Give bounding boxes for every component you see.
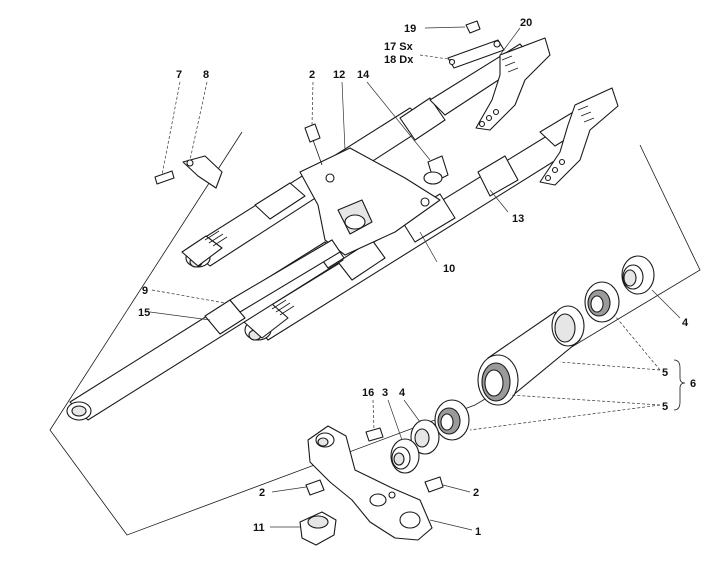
callout-17-sx: 17 Sx [384,41,414,53]
cap-part-14 [423,155,449,185]
screw-part-7 [154,170,175,185]
screw-part-16 [365,427,384,442]
callout-1: 1 [475,526,481,538]
callout-3: 3 [382,387,388,399]
callout-2-right: 2 [473,487,479,499]
callout-4-top: 4 [682,317,689,329]
dropout-bracket-right [539,87,619,186]
leader-lines [149,26,686,531]
callout-labels: 7 8 2 12 14 19 20 17 Sx 18 Dx 9 15 10 13… [138,17,696,538]
clamp-part-8 [182,155,223,189]
bearing-bottom-4 [410,419,440,455]
callout-9: 9 [142,285,148,297]
lock-ring-3 [390,438,420,474]
spacer-tube-9 [229,239,341,313]
fork-crown-upper [299,147,441,256]
callout-11: 11 [253,522,265,534]
callout-15: 15 [138,307,150,319]
callout-19: 19 [404,23,416,35]
callout-18-dx: 18 Dx [384,54,414,66]
callout-8: 8 [203,69,209,81]
callout-6: 6 [690,378,696,390]
callout-10: 10 [443,263,455,275]
dropout-bracket-left [475,37,551,131]
bearing-race-bottom-5 [434,399,470,441]
callout-16: 16 [362,387,374,399]
head-tube-6 [477,305,585,406]
callout-2-left: 2 [259,487,265,499]
callout-5-top: 5 [662,367,668,379]
nut-part-11 [299,511,337,546]
callout-7: 7 [176,69,182,81]
callout-2-top: 2 [309,69,315,81]
bolt-top [304,123,323,166]
callout-13: 13 [512,213,524,225]
assembly-frame-outline [49,131,701,536]
lower-clamp-1 [307,425,433,541]
callout-14: 14 [357,69,370,81]
bolt-lower-right [424,476,444,493]
callout-5-bottom: 5 [662,401,668,413]
callout-12: 12 [333,69,345,81]
bolt-lower-left [305,479,325,496]
bearing-top-4 [621,255,655,295]
screw-part-19 [465,20,481,34]
callout-4-bottom: 4 [399,387,406,399]
bearing-race-top-5 [584,281,620,323]
callout-20: 20 [520,17,532,29]
